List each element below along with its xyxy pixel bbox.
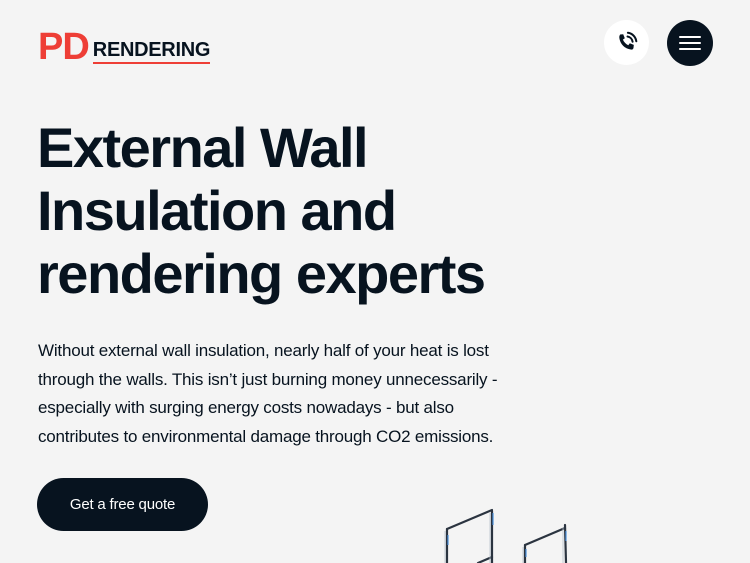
phone-button[interactable] xyxy=(604,20,649,65)
hamburger-menu-icon xyxy=(679,36,701,50)
get-quote-button[interactable]: Get a free quote xyxy=(37,478,208,531)
phone-ringing-icon xyxy=(618,31,637,50)
menu-button[interactable] xyxy=(667,20,713,66)
hero-description: Without external wall insulation, nearly… xyxy=(38,341,498,446)
logo-mark: PD xyxy=(38,26,90,68)
site-header: PD RENDERING xyxy=(0,0,750,85)
logo-wordmark: RENDERING xyxy=(92,40,210,64)
logo-link[interactable]: PD RENDERING xyxy=(38,24,210,68)
scaffolding-illustration xyxy=(444,508,568,563)
hero-title: External Wall Insulation and rendering e… xyxy=(37,116,486,305)
